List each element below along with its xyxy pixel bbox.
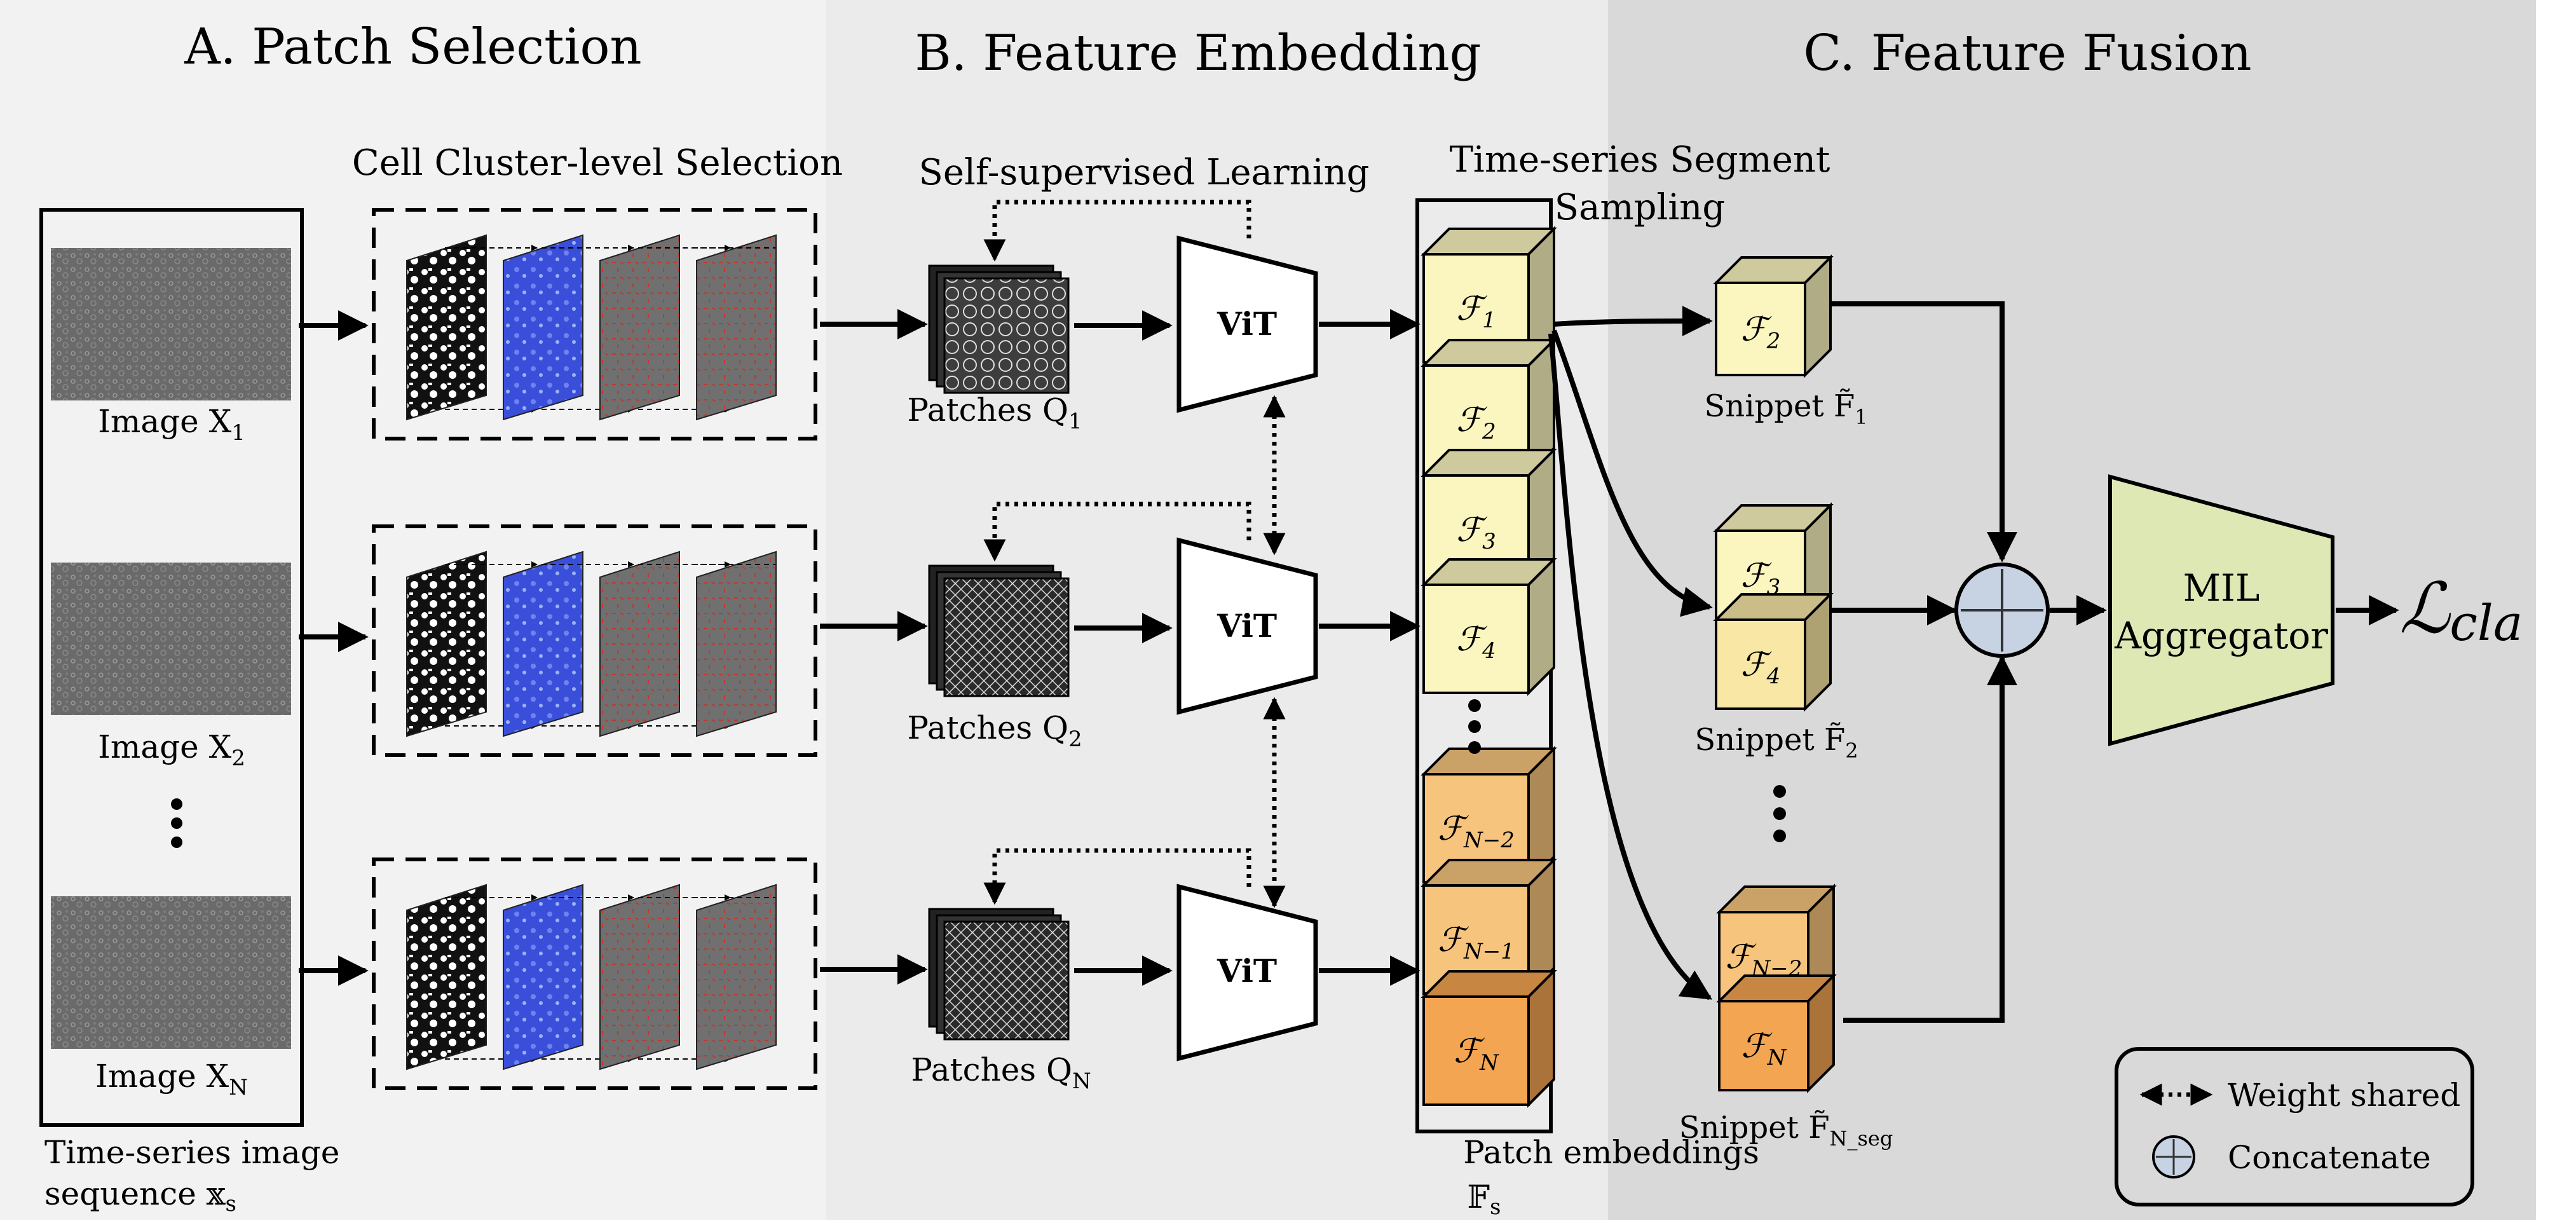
mil-aggregator: MIL Aggregator [2108, 474, 2334, 746]
section-b-title: B. Feature Embedding [915, 25, 1481, 82]
image-x2: Image X2 [51, 563, 291, 771]
snippet-cube-f2: ℱ2 [1713, 254, 1834, 378]
embedding-cube-4-label: ℱ4 [1456, 620, 1496, 664]
ssl-loop-n [983, 848, 1251, 905]
embeddings-caption-line2: 𝔽s [1468, 1179, 1501, 1220]
selection-slice [599, 550, 680, 737]
snippet-cube-f4: ℱ4 [1713, 591, 1834, 712]
vit-label-n: ViT [1216, 952, 1277, 990]
selection-slice [503, 550, 583, 737]
snippet-n-label: Snippet F̃N_seg [1679, 1109, 1893, 1151]
selection-box-n [372, 857, 817, 1090]
selection-slice [696, 550, 777, 737]
embedding-cube-2: ℱ2 [1421, 337, 1557, 477]
image-xn: Image XN [51, 896, 291, 1100]
embedding-cube-3-label: ℱ3 [1456, 511, 1496, 554]
snippet-cube-f2-label: ℱ2 [1741, 311, 1781, 354]
vit-label-2: ViT [1216, 607, 1277, 645]
embeddings-caption-line1: Patch embeddings [1463, 1134, 1759, 1171]
ssl-loop-1 [983, 200, 1251, 262]
sampling-arrow-to-snippet-n [1548, 333, 1713, 1001]
legend: Weight shared Concatenate [2115, 1047, 2474, 1206]
image-x1-label: Image X1 [98, 403, 245, 446]
selection-slice [599, 234, 680, 421]
embedding-cube-2-label: ℱ2 [1456, 401, 1496, 444]
patches-q1 [928, 264, 1070, 394]
segment-sampling-line1: Time-series Segment [1450, 139, 1830, 181]
legend-concatenate-label: Concatenate [2228, 1139, 2431, 1176]
selection-box-2 [372, 524, 817, 757]
sequence-caption-line1: Time-series image [44, 1134, 339, 1171]
embedding-cube-4: ℱ4 [1421, 556, 1557, 696]
legend-concatenate-icon [2152, 1135, 2195, 1179]
image-x1: Image X1 [51, 248, 291, 446]
selection-slice [599, 884, 680, 1070]
embedding-cube-5-label: ℱN−2 [1438, 810, 1515, 853]
arrow-snippetn-to-concat [1843, 655, 2017, 1023]
image-sequence-box [39, 208, 304, 1127]
snippet-cube-fn-label: ℱN [1741, 1027, 1787, 1070]
selection-slice [406, 884, 487, 1070]
loss-label: ℒcla [2399, 568, 2523, 652]
segment-sampling-line2: Sampling [1555, 187, 1725, 228]
arrow-snippet1-to-concat [1830, 301, 2017, 563]
vertical-ellipsis-a [171, 798, 182, 848]
selection-slice [503, 234, 583, 421]
embedding-cube-6: ℱN−1 [1421, 857, 1557, 997]
snippet-cube-f4-label: ℱ4 [1741, 646, 1781, 689]
selection-slice [406, 550, 487, 737]
aggregator-line2: Aggregator [2114, 614, 2328, 657]
embedding-cube-6-label: ℱN−1 [1438, 921, 1515, 964]
cell-cluster-heading: Cell Cluster-level Selection [352, 142, 843, 184]
concatenate-node [1954, 563, 2050, 658]
vertical-ellipsis-c [1773, 785, 1786, 842]
embedding-cube-3: ℱ3 [1421, 447, 1557, 587]
vertical-ellipsis-b [1468, 699, 1481, 754]
patches-qn-label: Patches QN [911, 1051, 1091, 1094]
legend-weight-shared-label: Weight shared [2228, 1077, 2460, 1114]
snippet-cube-fn: ℱN [1716, 973, 1837, 1093]
patches-q2-label: Patches Q2 [907, 709, 1082, 752]
selection-slice [696, 884, 777, 1070]
selection-slice [406, 234, 487, 421]
sampling-arrow-to-snippet-2 [1551, 329, 1713, 617]
vit-block-1: ViT [1176, 235, 1318, 413]
section-a-title: A. Patch Selection [184, 18, 641, 76]
image-x2-label: Image X2 [98, 728, 245, 771]
vit-block-n: ViT [1176, 884, 1318, 1062]
selection-slice [696, 234, 777, 421]
section-c-title: C. Feature Fusion [1803, 25, 2251, 82]
patches-qn [928, 908, 1070, 1041]
selection-slice [503, 884, 583, 1070]
embedding-cube-7: ℱN [1421, 968, 1557, 1108]
ssl-label: Self-supervised Learning [918, 152, 1369, 193]
snippet-2-label: Snippet F̃2 [1694, 721, 1858, 763]
embedding-cube-1-label: ℱ1 [1456, 290, 1496, 333]
patches-q1-label: Patches Q1 [907, 392, 1082, 434]
vit-label-1: ViT [1216, 305, 1277, 343]
vit-block-2: ViT [1176, 537, 1318, 715]
selection-box-1 [372, 208, 817, 441]
ssl-loop-2 [983, 502, 1251, 562]
embedding-cube-7-label: ℱN [1454, 1032, 1499, 1076]
sequence-caption-line2: sequence 𝕩s [44, 1175, 236, 1217]
patches-q2 [928, 564, 1070, 697]
image-xn-label: Image XN [95, 1058, 248, 1100]
sampling-arrow-to-snippet-1 [1553, 306, 1713, 337]
snippet-1-label: Snippet F̃1 [1704, 387, 1867, 429]
aggregator-line1: MIL [2183, 566, 2260, 610]
